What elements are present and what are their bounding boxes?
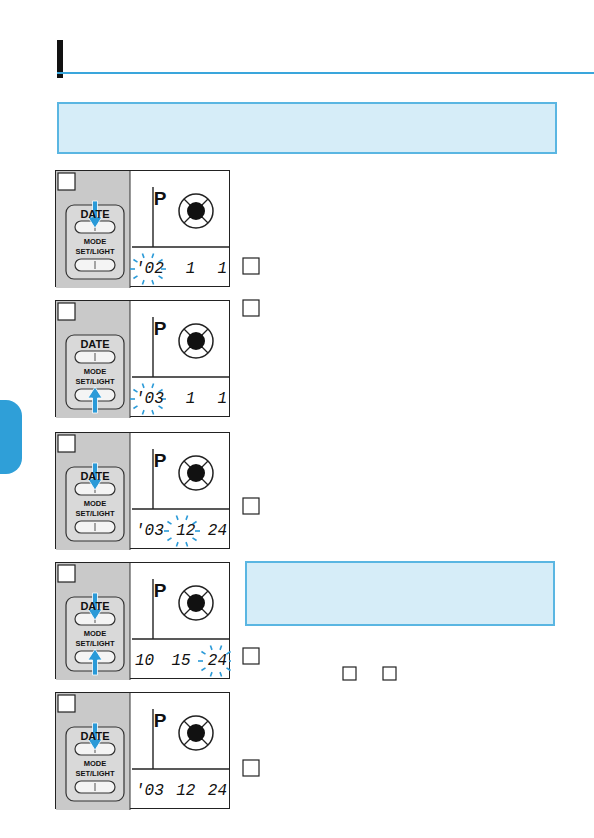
- camera-display-panel: DATE MODE SET/LIGHT P '02 1 1: [55, 170, 230, 287]
- mode-indicator: P: [154, 451, 167, 470]
- button-label: MODE: [84, 500, 107, 508]
- mode-indicator: P: [154, 319, 167, 338]
- control-area: [56, 563, 130, 680]
- button-label: SET/LIGHT: [75, 248, 114, 256]
- step-box: [58, 173, 75, 190]
- button-label: SET/LIGHT: [75, 510, 114, 518]
- button-housing: [66, 727, 124, 801]
- step-box: [58, 303, 75, 320]
- lcd-readout: '03 1 1: [135, 391, 227, 407]
- heading-rule: [57, 72, 594, 74]
- step-box: [58, 565, 75, 582]
- lcd-readout: '03 12 24: [135, 523, 227, 539]
- lcd-readout: 10 15 24: [135, 653, 227, 669]
- lcd-readout: '03 12 24: [135, 783, 227, 799]
- button-label: MODE: [84, 238, 107, 246]
- camera-display-panel: DATE MODE SET/LIGHT P 10 15 24: [55, 562, 230, 679]
- button-housing: [66, 205, 124, 279]
- focus-symbol: [179, 716, 213, 750]
- info-banner: [58, 103, 556, 153]
- button-label: MODE: [84, 368, 107, 376]
- mode-indicator: P: [154, 189, 167, 208]
- camera-display-panel: DATE MODE SET/LIGHT P '03 12 24: [55, 432, 230, 549]
- button-label: DATE: [80, 471, 109, 482]
- mode-indicator: P: [154, 581, 167, 600]
- lcd-readout: '02 1 1: [135, 261, 227, 277]
- button: [75, 781, 115, 793]
- button-label: MODE: [84, 760, 107, 768]
- button-label: MODE: [84, 630, 107, 638]
- step-boxes: [243, 258, 396, 776]
- control-area: [56, 171, 130, 288]
- mode-indicator: P: [154, 711, 167, 730]
- button-label: SET/LIGHT: [75, 640, 114, 648]
- button-label: DATE: [80, 731, 109, 742]
- info-banner: [246, 562, 554, 625]
- press-arrow: [88, 649, 102, 675]
- focus-symbol: [179, 324, 213, 358]
- button-label: DATE: [80, 209, 109, 220]
- camera-display-panel: DATE MODE SET/LIGHT P '03 1 1: [55, 300, 230, 417]
- button: [75, 259, 115, 271]
- camera-display-panel: DATE MODE SET/LIGHT P '03 12 24: [55, 692, 230, 809]
- focus-symbol: [179, 586, 213, 620]
- button-label: SET/LIGHT: [75, 378, 114, 386]
- focus-symbol: [179, 194, 213, 228]
- button-housing: [66, 467, 124, 541]
- step-box: [58, 435, 75, 452]
- button-label: DATE: [80, 339, 109, 350]
- control-area: [56, 301, 130, 418]
- button-label: SET/LIGHT: [75, 770, 114, 778]
- control-area: [56, 433, 130, 550]
- button: [75, 351, 115, 363]
- step-box: [58, 695, 75, 712]
- press-arrow: [88, 387, 102, 413]
- focus-symbol: [179, 456, 213, 490]
- section-tab: [0, 400, 22, 474]
- control-area: [56, 693, 130, 810]
- button: [75, 521, 115, 533]
- button-label: DATE: [80, 601, 109, 612]
